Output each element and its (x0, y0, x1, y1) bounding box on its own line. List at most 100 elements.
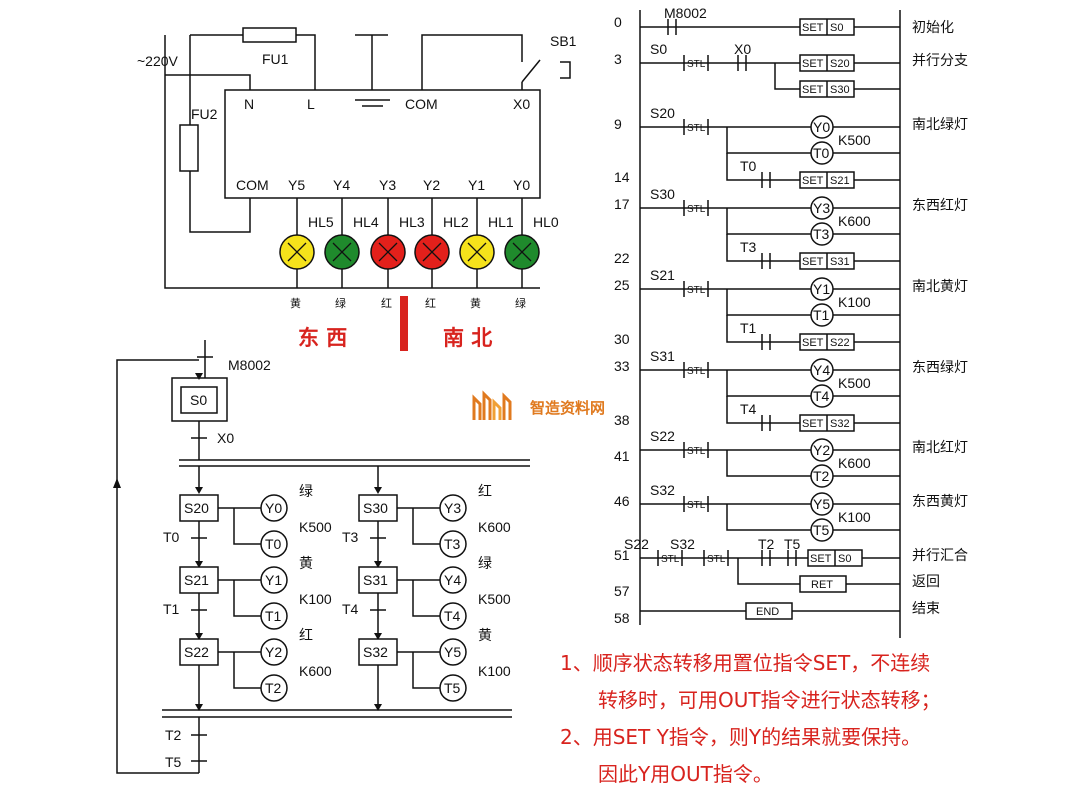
ladder-set-label: SET (802, 175, 824, 187)
ladder-comment: 返回 (912, 574, 940, 590)
sfc-transition-label: T0 (163, 529, 180, 545)
terminal-y0: Y0 (513, 177, 530, 193)
ladder-stl-label: STL (687, 204, 706, 215)
ladder-set-target: S0 (830, 22, 843, 34)
sfc-merge-t2: T2 (165, 727, 182, 743)
ladder-stl-label: STL (661, 554, 680, 565)
sfc-color-label: 黄 (478, 627, 492, 644)
sfc-merge-t5: T5 (165, 754, 182, 770)
sfc-output-label: Y0 (265, 500, 282, 516)
ladder-coil (810, 196, 834, 220)
ladder-stl-label: STL (687, 285, 706, 296)
sfc-timer-t3 (439, 530, 467, 558)
terminal-n: N (244, 96, 254, 112)
sfc-step-s31 (358, 566, 398, 594)
ladder-set-target: S20 (830, 58, 850, 70)
ladder-stl-label: STL (687, 123, 706, 134)
ladder-coil (810, 492, 834, 516)
lamp-name-hl1: HL1 (488, 214, 514, 230)
ladder-set-target: S31 (830, 256, 850, 268)
lamp-name-hl3: HL3 (399, 214, 425, 230)
sfc-step-label: S21 (184, 572, 209, 588)
ladder-coil (810, 358, 834, 382)
sfc-color-label: 黄 (299, 555, 313, 572)
sfc-timer-label: T5 (444, 680, 461, 696)
lamp-color-label: 黄 (290, 296, 301, 310)
terminal-y4: Y4 (333, 177, 350, 193)
ladder-comment: 结束 (912, 601, 940, 617)
ladder-coil-label: T4 (813, 388, 830, 404)
ladder-stl-state: S22 (650, 428, 675, 444)
ladder-step-number: 41 (614, 448, 630, 464)
ladder-stl-state: S21 (650, 267, 675, 283)
ladder-stl-state: S22 (624, 536, 649, 552)
sfc-output-y1 (260, 566, 288, 594)
terminal-y1: Y1 (468, 177, 485, 193)
sfc-s0-label: S0 (190, 392, 207, 408)
sfc-step-label: S31 (363, 572, 388, 588)
sfc-output-label: Y2 (265, 644, 282, 660)
lamp-color-label: 绿 (335, 296, 346, 310)
direction-south-north: 南 北 (443, 326, 492, 350)
sfc-output-y0 (260, 494, 288, 522)
note-line-1: 1、顺序状态转移用置位指令SET，不连续 (560, 651, 931, 675)
fu2-label: FU2 (191, 106, 218, 122)
ladder-step-number: 33 (614, 358, 630, 374)
watermark-logo-icon (472, 390, 512, 420)
ladder-coil (810, 464, 834, 488)
sfc-transition-label: T4 (342, 601, 359, 617)
lamp-name-hl2: HL2 (443, 214, 469, 230)
ladder-coil (810, 384, 834, 408)
terminal-com-bottom: COM (236, 177, 269, 193)
ladder-preset-label: K500 (838, 132, 871, 148)
terminal-y5: Y5 (288, 177, 305, 193)
ladder-preset-label: K500 (838, 375, 871, 391)
ladder-coil-label: T5 (813, 522, 830, 538)
ladder-coil (810, 277, 834, 301)
ladder-step-number: 17 (614, 196, 630, 212)
ladder-contact-label: T0 (740, 158, 757, 174)
ladder-coil-label: Y4 (813, 362, 830, 378)
sfc-step-label: S32 (363, 644, 388, 660)
ladder-coil (810, 438, 834, 462)
ladder-stl-label: STL (687, 446, 706, 457)
watermark-text: 智造资料网 (530, 398, 606, 417)
lamp-name-hl5: HL5 (308, 214, 334, 230)
ladder-contact-label: T2 (758, 536, 775, 552)
sfc-output-label: Y3 (444, 500, 461, 516)
ladder-contact-label: T1 (740, 320, 757, 336)
sfc-x0-label: X0 (217, 430, 234, 446)
ladder-coil (810, 141, 834, 165)
ladder-stl-label: STL (707, 554, 726, 565)
sfc-m8002-label: M8002 (228, 357, 271, 373)
ladder-step-number: 14 (614, 169, 630, 185)
ladder-stl-label: STL (687, 59, 706, 70)
ladder-set-label: SET (802, 22, 824, 34)
sfc-timer-t5 (439, 674, 467, 702)
sfc-output-y2 (260, 638, 288, 666)
ladder-contact-label: T3 (740, 239, 757, 255)
ladder-end-label: END (756, 606, 779, 618)
ladder-coil-label: Y3 (813, 200, 830, 216)
ladder-set-label: SET (802, 256, 824, 268)
sfc-output-label: Y1 (265, 572, 282, 588)
ladder-ret-label: RET (811, 579, 833, 591)
ladder-step-number: 58 (614, 610, 630, 626)
sfc-timer-label: T2 (265, 680, 282, 696)
ladder-step-number: 46 (614, 493, 630, 509)
ladder-step-number: 51 (614, 547, 630, 563)
ladder-step-number: 9 (614, 116, 622, 132)
sfc-color-label: 红 (478, 484, 492, 500)
ladder-step-number: 30 (614, 331, 630, 347)
sfc-output-label: Y5 (444, 644, 461, 660)
terminal-y2: Y2 (423, 177, 440, 193)
ladder-stl-state: S32 (670, 536, 695, 552)
sfc-preset-label: K600 (299, 663, 332, 679)
note-line-3: 2、用SET Y指令，则Y的结果就要保持。 (560, 725, 922, 749)
